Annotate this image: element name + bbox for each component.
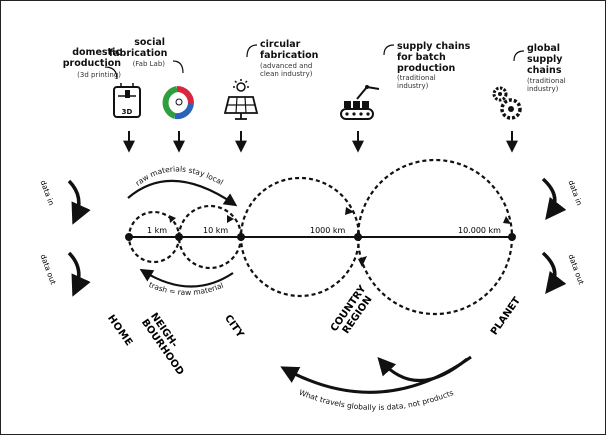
global-arrow-1 [377,356,468,382]
distance-1000km: 1000 km [310,226,346,235]
data-in-arrow-right [541,177,567,220]
loop-arrowhead [358,256,367,267]
fablab-logo-icon [162,86,194,120]
producer-sub-batch: (traditional industry) [397,74,436,90]
raw-materials-label: raw materials stay local [134,164,225,187]
data-out-arrow-left [67,251,91,297]
producer-title-social: social fabrication [109,37,168,59]
producer-sub-domestic: (3d printing) [77,71,121,79]
trash-arrow [139,268,234,288]
data-in-arrow-left [67,179,91,225]
3d-printer-label: 3D [122,108,133,116]
down-arrows [123,131,518,153]
producer-title-global: global supply chains [527,43,563,76]
loop-arrowhead [503,216,511,224]
loop-arrowhead [227,215,234,223]
producer-sub-circular: (advanced and clean industry) [260,62,313,78]
raw-materials-arrow [127,179,238,207]
node-home [125,233,133,241]
leader-line [104,66,118,80]
distance-10000km: 10.000 km [458,226,501,235]
producer-title-batch: supply chains for batch production [397,41,471,74]
node-country [354,233,362,241]
producer-sub-social: (Fab Lab) [132,60,165,68]
assembly-line-icon [340,85,380,120]
producer-sub-global: (traditional industry) [527,77,566,93]
data-out-arrow-right [541,251,567,294]
loop-arrowhead [169,215,176,223]
producer-title-domestic: domestic production [62,47,121,69]
node-planet [508,233,516,241]
distance-1km: 1 km [147,226,168,235]
leader-line [172,60,184,74]
node-city [237,233,245,241]
producer-title-circular: circular fabrication [260,39,319,61]
global-arrow-2 [280,355,472,394]
leader-line [383,44,395,56]
node-neighbourhood [175,233,183,241]
distance-10km: 10 km [203,226,229,235]
solar-panel-icon [223,79,259,120]
gears-icon [492,86,522,120]
loop-arrowhead [345,207,354,215]
3d-printer-icon: 3D [113,83,141,118]
leader-line [246,44,258,58]
leader-line [513,50,525,62]
